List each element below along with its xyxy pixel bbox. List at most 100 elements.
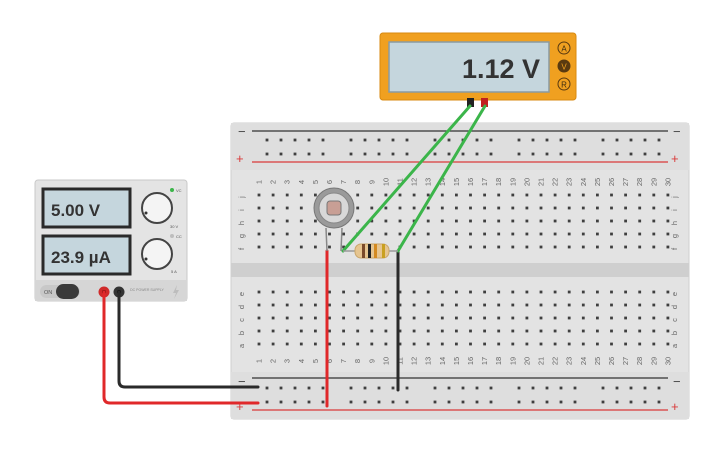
terminal-hole[interactable] xyxy=(370,303,374,307)
rail-hole[interactable] xyxy=(279,400,283,404)
terminal-hole[interactable] xyxy=(469,219,472,223)
rail-hole[interactable] xyxy=(545,152,549,156)
terminal-hole[interactable] xyxy=(299,329,303,333)
wire-multimeter-red-probe[interactable] xyxy=(396,104,487,253)
terminal-hole[interactable] xyxy=(426,206,430,210)
terminal-hole[interactable] xyxy=(285,303,289,307)
rail-hole[interactable] xyxy=(517,138,521,142)
terminal-hole[interactable] xyxy=(553,342,557,346)
terminal-hole[interactable] xyxy=(440,316,444,320)
terminal-hole[interactable] xyxy=(314,193,317,197)
terminal-hole[interactable] xyxy=(370,316,374,320)
rail-hole[interactable] xyxy=(377,138,381,142)
terminal-hole[interactable] xyxy=(652,245,656,249)
rail-hole[interactable] xyxy=(405,152,409,156)
terminal-hole[interactable] xyxy=(285,206,289,210)
terminal-hole[interactable] xyxy=(469,316,472,320)
rail-hole[interactable] xyxy=(601,400,605,404)
terminal-hole[interactable] xyxy=(610,193,613,197)
rail-hole[interactable] xyxy=(629,400,633,404)
rail-hole[interactable] xyxy=(461,386,465,390)
terminal-hole[interactable] xyxy=(412,303,416,307)
terminal-hole[interactable] xyxy=(596,206,599,210)
terminal-hole[interactable] xyxy=(497,206,501,210)
terminal-hole[interactable] xyxy=(553,206,557,210)
terminal-hole[interactable] xyxy=(652,206,656,210)
terminal-hole[interactable] xyxy=(483,316,486,320)
terminal-hole[interactable] xyxy=(596,290,599,294)
terminal-hole[interactable] xyxy=(553,232,557,236)
rail-hole[interactable] xyxy=(489,386,493,390)
terminal-hole[interactable] xyxy=(271,206,275,210)
rail-hole[interactable] xyxy=(573,138,577,142)
terminal-hole[interactable] xyxy=(455,219,458,223)
rail-hole[interactable] xyxy=(321,400,325,404)
rail-hole[interactable] xyxy=(391,152,395,156)
terminal-hole[interactable] xyxy=(426,303,430,307)
multimeter[interactable]: 1.12 V A V R xyxy=(379,32,577,107)
terminal-hole[interactable] xyxy=(539,232,543,236)
rail-hole[interactable] xyxy=(433,386,437,390)
terminal-hole[interactable] xyxy=(553,303,557,307)
terminal-hole[interactable] xyxy=(652,303,656,307)
terminal-hole[interactable] xyxy=(567,219,571,223)
terminal-hole[interactable] xyxy=(666,316,670,320)
terminal-hole[interactable] xyxy=(483,303,486,307)
terminal-hole[interactable] xyxy=(483,219,486,223)
terminal-hole[interactable] xyxy=(581,232,585,236)
terminal-hole[interactable] xyxy=(356,303,360,307)
terminal-hole[interactable] xyxy=(525,193,529,197)
terminal-hole[interactable] xyxy=(624,245,627,249)
terminal-hole[interactable] xyxy=(638,245,642,249)
terminal-hole[interactable] xyxy=(384,316,388,320)
terminal-hole[interactable] xyxy=(412,329,416,333)
terminal-hole[interactable] xyxy=(497,245,501,249)
rail-hole[interactable] xyxy=(601,138,605,142)
terminal-hole[interactable] xyxy=(638,232,642,236)
terminal-hole[interactable] xyxy=(596,329,599,333)
terminal-hole[interactable] xyxy=(440,206,444,210)
terminal-hole[interactable] xyxy=(285,219,289,223)
rail-hole[interactable] xyxy=(405,386,409,390)
terminal-hole[interactable] xyxy=(257,245,261,249)
terminal-hole[interactable] xyxy=(567,245,571,249)
mode-button-ammeter[interactable]: A xyxy=(557,41,571,55)
terminal-hole[interactable] xyxy=(610,316,613,320)
terminal-hole[interactable] xyxy=(412,206,416,210)
rail-hole[interactable] xyxy=(573,152,577,156)
terminal-hole[interactable] xyxy=(666,342,670,346)
rail-hole[interactable] xyxy=(559,386,563,390)
terminal-hole[interactable] xyxy=(483,329,486,333)
rail-hole[interactable] xyxy=(475,138,479,142)
terminal-hole[interactable] xyxy=(440,303,444,307)
terminal-hole[interactable] xyxy=(553,193,557,197)
rail-hole[interactable] xyxy=(433,152,437,156)
terminal-hole[interactable] xyxy=(398,329,402,333)
terminal-hole[interactable] xyxy=(257,316,261,320)
terminal-hole[interactable] xyxy=(440,329,444,333)
rail-hole[interactable] xyxy=(377,386,381,390)
terminal-hole[interactable] xyxy=(314,316,317,320)
terminal-hole[interactable] xyxy=(299,342,303,346)
terminal-hole[interactable] xyxy=(511,219,515,223)
terminal-hole[interactable] xyxy=(567,232,571,236)
terminal-hole[interactable] xyxy=(567,342,571,346)
terminal-hole[interactable] xyxy=(525,290,529,294)
rail-hole[interactable] xyxy=(643,152,647,156)
rail-hole[interactable] xyxy=(321,152,325,156)
terminal-hole[interactable] xyxy=(299,303,303,307)
terminal-hole[interactable] xyxy=(539,219,543,223)
rail-hole[interactable] xyxy=(293,386,297,390)
terminal-hole[interactable] xyxy=(539,342,543,346)
terminal-hole[interactable] xyxy=(384,219,388,223)
terminal-hole[interactable] xyxy=(553,245,557,249)
wire-psu-positive-to-rail[interactable] xyxy=(102,290,260,405)
terminal-hole[interactable] xyxy=(666,290,670,294)
terminal-hole[interactable] xyxy=(342,303,345,307)
terminal-hole[interactable] xyxy=(638,316,642,320)
terminal-hole[interactable] xyxy=(257,219,261,223)
terminal-hole[interactable] xyxy=(271,329,275,333)
rail-hole[interactable] xyxy=(265,386,269,390)
rail-hole[interactable] xyxy=(447,400,451,404)
terminal-hole[interactable] xyxy=(511,193,515,197)
